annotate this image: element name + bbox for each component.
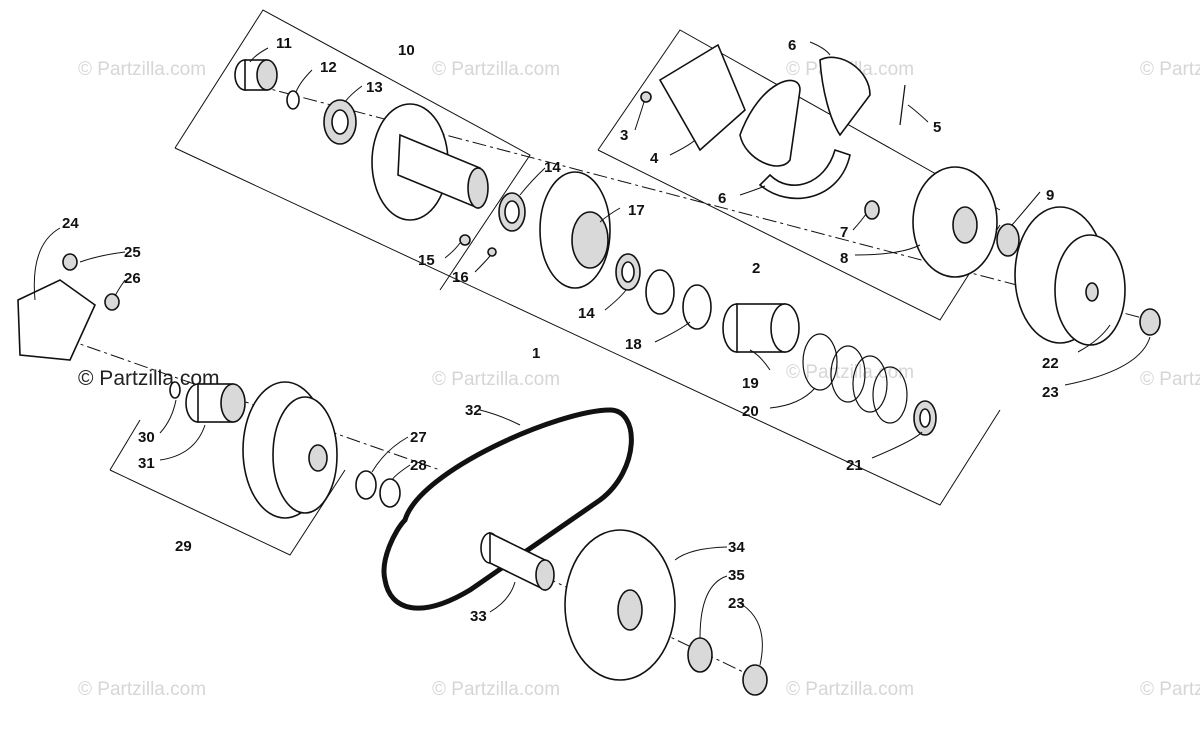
part-21-washer: [913, 400, 937, 436]
part-19-sleeve: [722, 303, 800, 353]
part-29-drive-face: [242, 381, 338, 519]
part-12-clip: [286, 90, 300, 110]
watermark: © Partzilla.com: [432, 59, 560, 80]
callout-24: 24: [62, 215, 79, 232]
callout-29: 29: [175, 538, 192, 555]
callout-7: 7: [840, 224, 848, 241]
watermark: © Partzilla.com: [786, 679, 914, 700]
watermark-layer: © Partzilla.com © Partzilla.com © Partzi…: [78, 59, 1200, 700]
part-24-cam-plate: [17, 279, 97, 361]
callout-3: 3: [620, 127, 628, 144]
watermark: © Partzilla.com: [786, 362, 914, 383]
callout-10: 10: [398, 42, 415, 59]
watermark: © Partzilla.com: [1140, 369, 1200, 390]
part-26-slider: [104, 293, 120, 311]
watermark: © Partzilla.com: [432, 369, 560, 390]
callout-30: 30: [138, 429, 155, 446]
watermark-prominent: © Partzilla.com: [78, 367, 220, 390]
watermark: © Partzilla.com: [78, 679, 206, 700]
callout-20: 20: [742, 403, 759, 420]
part-34-fan: [564, 529, 676, 681]
part-5-spring: [899, 84, 906, 126]
callout-5: 5: [933, 119, 941, 136]
callout-13: 13: [366, 79, 383, 96]
callout-8: 8: [840, 250, 848, 267]
part-30-clip: [169, 381, 181, 399]
callout-14-top: 14: [544, 159, 561, 176]
part-33-shaft-collar: [480, 531, 555, 592]
callout-9: 9: [1046, 187, 1054, 204]
callout-27: 27: [410, 429, 427, 446]
part-17-sheave: [539, 171, 611, 289]
watermark: © Partzilla.com: [1140, 679, 1200, 700]
callout-21: 21: [846, 457, 863, 474]
part-6-shoe-upper: [739, 79, 801, 167]
callout-15: 15: [418, 252, 435, 269]
callout-6-top: 6: [788, 37, 796, 54]
callout-16: 16: [452, 269, 469, 286]
callout-17: 17: [628, 202, 645, 219]
part-7-bushing: [864, 200, 880, 220]
bracket-10: [174, 9, 531, 291]
callout-34: 34: [728, 539, 745, 556]
callout-19: 19: [742, 375, 759, 392]
callout-12: 12: [320, 59, 337, 76]
part-3-nut: [640, 91, 652, 103]
callout-11: 11: [276, 35, 292, 52]
callout-22: 22: [1042, 355, 1059, 372]
part-31-bushing: [185, 383, 246, 423]
part-11-bushing: [234, 59, 278, 91]
part-13-seal: [323, 99, 357, 145]
bracket-2-top: [597, 29, 1001, 211]
part-25-slider: [62, 253, 78, 271]
callout-23-lower: 23: [728, 595, 745, 612]
callout-23-upper: 23: [1042, 384, 1059, 401]
callout-28: 28: [410, 457, 427, 474]
callout-32: 32: [465, 402, 482, 419]
watermark: © Partzilla.com: [432, 679, 560, 700]
callout-33: 33: [470, 608, 487, 625]
part-10-driven-pulley: [371, 103, 489, 221]
part-14-seal-lower: [615, 253, 641, 291]
part-6-shoe-top: [819, 56, 871, 137]
part-35-washer: [687, 637, 713, 673]
leader-lines: [33, 41, 1151, 666]
bracket-1: [174, 147, 1001, 506]
part-23-nut-upper: [1139, 308, 1161, 336]
callout-labels: 1 2 3 4 5 6 6 7 8 9 10 11 12 13 14 14 15…: [62, 35, 1059, 625]
callout-35: 35: [728, 567, 745, 584]
part-16-roller: [487, 247, 497, 257]
bracket-29-left: [109, 419, 141, 471]
part-8-backplate: [912, 166, 998, 278]
part-20-spring: [802, 333, 908, 424]
part-9-nut: [996, 223, 1020, 257]
part-28-washer: [379, 478, 401, 508]
part-15-pin: [459, 234, 471, 246]
callout-18: 18: [625, 336, 642, 353]
callout-31: 31: [138, 455, 155, 472]
part-14-seal-upper: [498, 192, 526, 232]
callout-14-bottom: 14: [578, 305, 595, 322]
part-4-plate: [658, 43, 746, 152]
part-18-rings: [645, 269, 712, 330]
watermark: © Partzilla.com: [78, 59, 206, 80]
part-23-nut-lower: [742, 664, 768, 696]
callout-25: 25: [124, 244, 141, 261]
part-6-shoe-lower: [758, 148, 851, 200]
part-32-belt: [381, 407, 634, 611]
callout-6-bottom: 6: [718, 190, 726, 207]
callout-2: 2: [752, 260, 760, 277]
watermark: © Partzilla.com: [1140, 59, 1200, 80]
group-brackets: [109, 9, 1001, 556]
callout-1: 1: [532, 345, 540, 362]
part-22-drum: [1014, 206, 1126, 346]
part-27-washer: [355, 470, 377, 500]
callout-26: 26: [124, 270, 141, 287]
callout-4: 4: [650, 150, 659, 167]
